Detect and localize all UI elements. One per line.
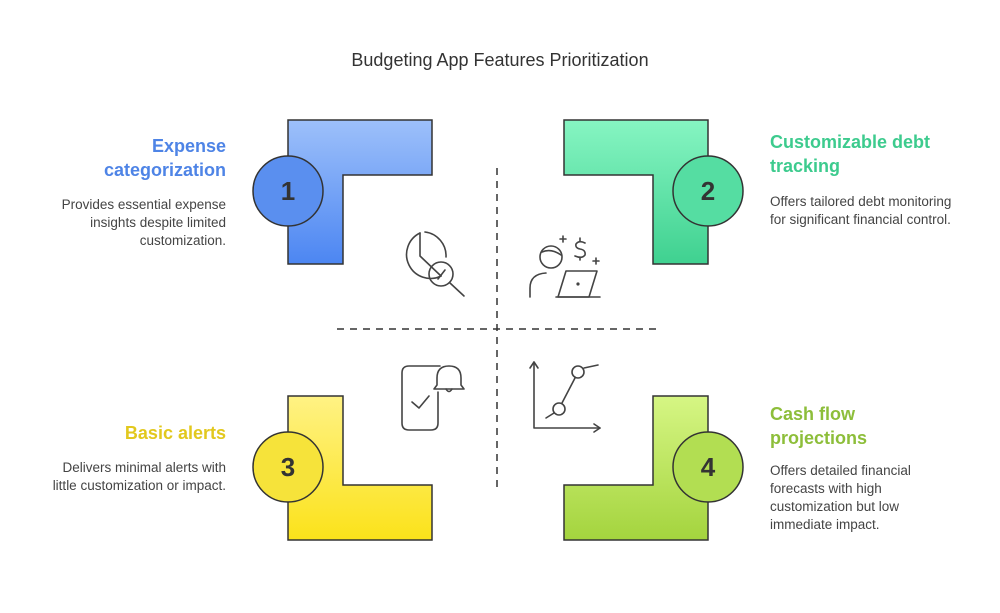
- quadrant-1-badge: 1: [252, 155, 324, 227]
- quadrant-2-badge: 2: [672, 155, 744, 227]
- quadrant-3-heading: Basic alerts: [124, 423, 226, 443]
- quadrant-4-badge: 4: [672, 431, 744, 503]
- quadrant-1-heading: Expense categorization: [103, 136, 226, 180]
- quadrant-2-number: 2: [701, 176, 715, 206]
- quadrant-3-number: 3: [281, 452, 295, 482]
- quadrant-3-description: Delivers minimal alerts with little cust…: [52, 460, 226, 493]
- quadrant-1-description: Provides essential expense insights desp…: [61, 197, 226, 248]
- quadrant-1-number: 1: [281, 176, 295, 206]
- quadrant-4-number: 4: [701, 452, 716, 482]
- diagram-title: Budgeting App Features Prioritization: [351, 50, 649, 70]
- quadrant-3-badge: 3: [252, 431, 324, 503]
- quadrant-2-description: Offers tailored debt monitoring for sign…: [770, 194, 952, 227]
- phone-bell-check-icon: [401, 365, 465, 431]
- quadrant-2-shape: [563, 119, 709, 265]
- pie-chart-magnifier-icon: [405, 231, 465, 297]
- quadrant-2-heading: Customizable debt tracking: [770, 132, 931, 176]
- quadrant-4-heading: Cash flow projections: [770, 404, 868, 448]
- person-laptop-dollar-icon: [529, 235, 601, 298]
- line-graph-icon: [529, 361, 601, 433]
- quadrant-3-shape: [287, 395, 433, 541]
- quadrant-4-description: Offers detailed financial forecasts with…: [770, 463, 911, 532]
- quadrant-1-shape: [287, 119, 433, 265]
- quadrant-4-shape: [563, 395, 709, 541]
